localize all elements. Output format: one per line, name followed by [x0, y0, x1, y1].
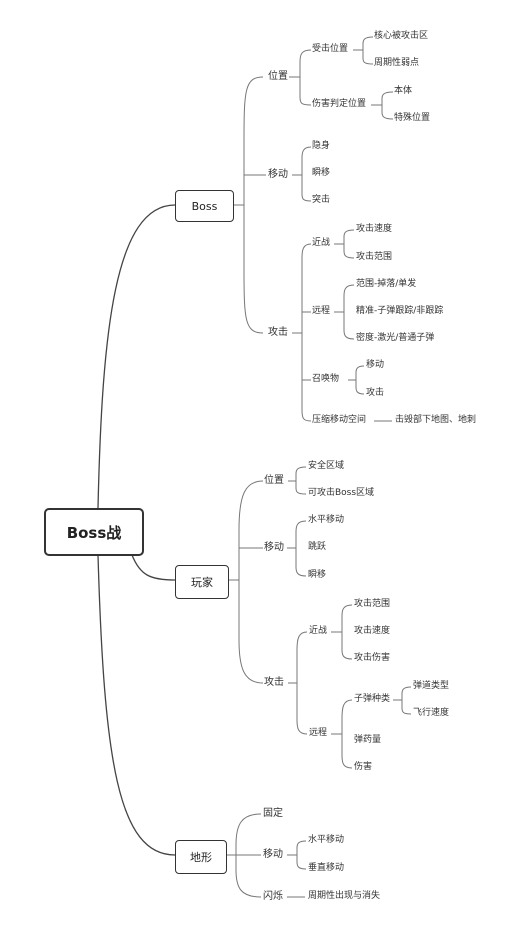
- terrain-flicker-node[interactable]: 闪烁: [263, 891, 283, 902]
- boss-core-hit-zone-node[interactable]: 核心被攻击区: [374, 31, 429, 41]
- boss-summon-attack-node[interactable]: 攻击: [366, 388, 385, 398]
- boss-periodic-weak-point-node[interactable]: 周期性弱点: [374, 58, 420, 68]
- boss-damage-judge-node[interactable]: 伤害判定位置: [312, 99, 367, 109]
- terrain-flicker-detail-node[interactable]: 周期性出现与消失: [308, 891, 381, 901]
- player-move-node[interactable]: 移动: [264, 542, 284, 553]
- player-flight-speed-node[interactable]: 飞行速度: [413, 708, 450, 718]
- boss-ranged-node[interactable]: 远程: [312, 306, 331, 316]
- boss-teleport-node[interactable]: 瞬移: [312, 168, 331, 178]
- root-to-boss-link: [97, 204, 176, 509]
- terrain-horizontal-node[interactable]: 水平移动: [308, 835, 345, 845]
- player-melee-range-node[interactable]: 攻击范围: [354, 599, 391, 609]
- boss-ranged-precise-node[interactable]: 精准-子弹跟踪/非跟踪: [356, 306, 444, 316]
- boss-compress-detail-node[interactable]: 击毁部下地图、地刺: [395, 415, 477, 425]
- boss-melee-range-node[interactable]: 攻击范围: [356, 252, 393, 262]
- boss-position-node[interactable]: 位置: [268, 71, 288, 82]
- boss-melee-speed-node[interactable]: 攻击速度: [356, 224, 393, 234]
- boss-hit-position-node[interactable]: 受击位置: [312, 44, 349, 54]
- boss-stealth-node[interactable]: 隐身: [312, 141, 331, 151]
- player-attackable-zone-node[interactable]: 可攻击Boss区域: [308, 488, 375, 498]
- player-safe-zone-node[interactable]: 安全区域: [308, 461, 345, 471]
- boss-body-node[interactable]: 本体: [394, 86, 413, 96]
- player-bullet-type-node[interactable]: 子弹种类: [354, 694, 391, 704]
- player-melee-node[interactable]: 近战: [309, 626, 328, 636]
- terrain-vertical-node[interactable]: 垂直移动: [308, 863, 345, 873]
- player-damage-node[interactable]: 伤害: [354, 762, 373, 772]
- terrain-node[interactable]: 地形: [175, 840, 227, 874]
- root-to-player-link: [131, 554, 176, 581]
- boss-summon-move-node[interactable]: 移动: [366, 360, 385, 370]
- boss-ranged-aoe-node[interactable]: 范围-掉落/单发: [356, 279, 417, 289]
- root-node[interactable]: Boss战: [44, 508, 144, 556]
- player-ranged-node[interactable]: 远程: [309, 728, 328, 738]
- boss-melee-node[interactable]: 近战: [312, 238, 331, 248]
- player-node[interactable]: 玩家: [175, 565, 229, 599]
- player-ammo-node[interactable]: 弹药量: [354, 735, 382, 745]
- player-position-node[interactable]: 位置: [264, 475, 284, 486]
- boss-ranged-dense-node[interactable]: 密度-激光/普通子弹: [356, 333, 435, 343]
- boss-attack-node[interactable]: 攻击: [268, 327, 288, 338]
- player-horizontal-node[interactable]: 水平移动: [308, 515, 345, 525]
- boss-charge-node[interactable]: 突击: [312, 195, 331, 205]
- root-to-terrain-link: [97, 554, 176, 856]
- boss-summon-node[interactable]: 召唤物: [312, 374, 340, 384]
- terrain-fixed-node[interactable]: 固定: [263, 808, 283, 819]
- boss-node[interactable]: Boss: [175, 190, 234, 222]
- player-jump-node[interactable]: 跳跃: [308, 542, 327, 552]
- terrain-move-node[interactable]: 移动: [263, 849, 283, 860]
- player-trajectory-node[interactable]: 弹道类型: [413, 681, 450, 691]
- boss-compress-space-node[interactable]: 压缩移动空间: [312, 415, 367, 425]
- player-melee-damage-node[interactable]: 攻击伤害: [354, 653, 391, 663]
- boss-move-node[interactable]: 移动: [268, 169, 288, 180]
- player-teleport-node[interactable]: 瞬移: [308, 570, 327, 580]
- player-attack-node[interactable]: 攻击: [264, 677, 284, 688]
- player-melee-speed-node[interactable]: 攻击速度: [354, 626, 391, 636]
- boss-special-position-node[interactable]: 特殊位置: [394, 113, 431, 123]
